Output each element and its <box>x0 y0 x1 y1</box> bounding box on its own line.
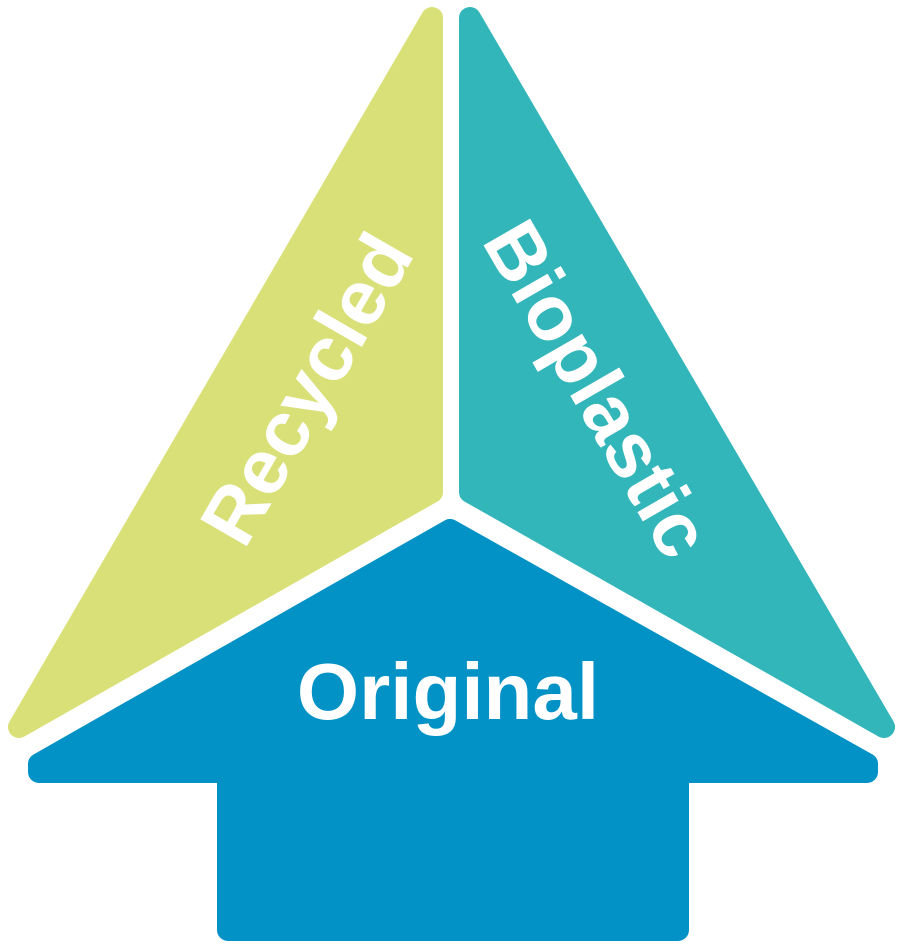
original-arrow-segment <box>28 519 878 941</box>
original-label: Original <box>297 647 599 736</box>
recycled-segment <box>8 7 443 738</box>
bioplastic-segment <box>459 7 895 738</box>
